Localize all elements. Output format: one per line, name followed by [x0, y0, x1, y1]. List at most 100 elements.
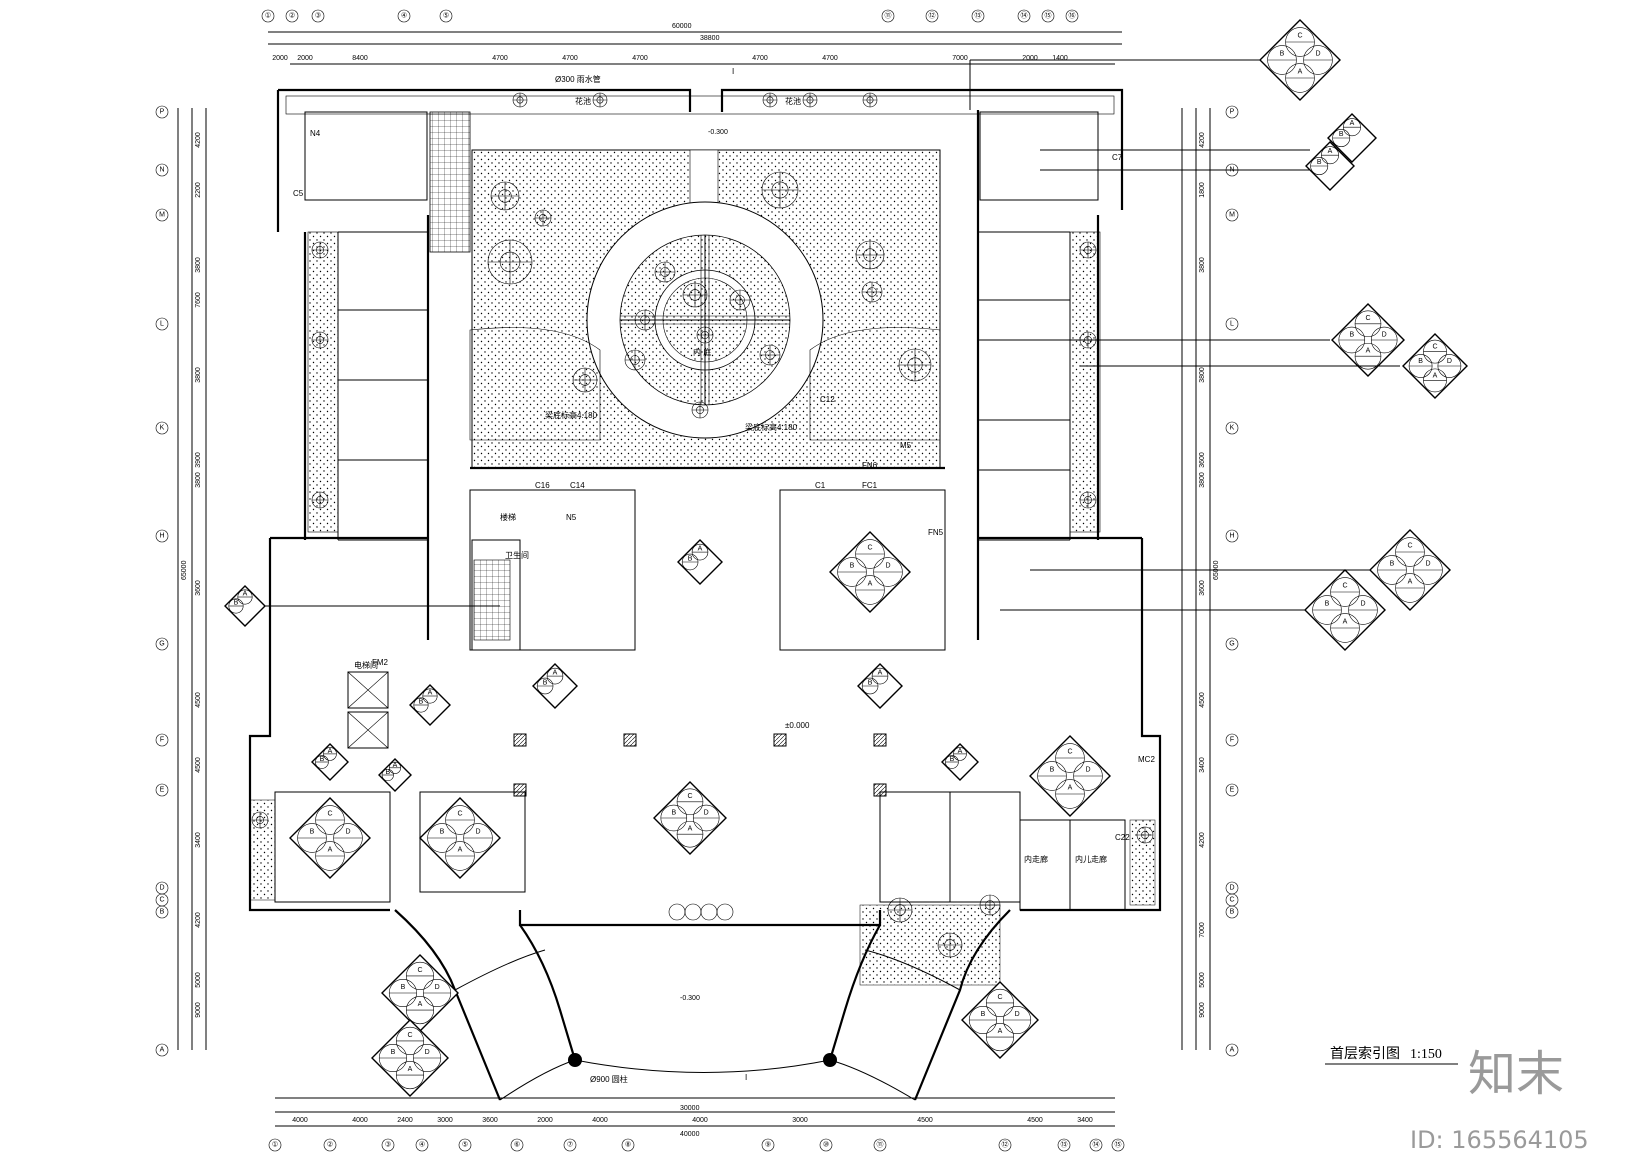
- top-total-dim: 60000: [672, 23, 692, 30]
- watermark: 知末 ID: 165564105: [1410, 1046, 1589, 1154]
- dim-label: 2200: [195, 182, 202, 198]
- front-doors: [668, 903, 734, 921]
- marker-letter: C: [997, 994, 1002, 1001]
- marker-letter: B: [391, 1049, 396, 1056]
- column-label: Ø900 圆柱: [590, 1074, 628, 1084]
- marker-letter: D: [1425, 561, 1430, 568]
- marker-letter: D: [435, 984, 440, 991]
- axis-label: ⑪: [877, 1141, 884, 1149]
- tag-fn5: FN5: [928, 528, 944, 537]
- axis-bubble: ⑭: [1089, 1138, 1103, 1152]
- room-labels: 卫生间 电梯间 楼梯 ±0.000 内走廊 内儿走廊 C12 C14 C16 C…: [293, 96, 1155, 864]
- axis-bubble: K: [1225, 421, 1239, 435]
- marker-letter: D: [1360, 601, 1365, 608]
- tree-symbol: [487, 239, 533, 285]
- marker-letter: B: [981, 1011, 986, 1018]
- tag-c12: C12: [820, 395, 835, 404]
- tree-symbol: [634, 309, 656, 331]
- dim-label: 3800: [195, 257, 202, 273]
- axis-label: ②: [327, 1141, 333, 1149]
- marker-letter: B: [1418, 358, 1423, 365]
- marker-letter: A: [408, 1066, 413, 1073]
- tag-m5: M5: [900, 441, 912, 450]
- dim-label: 4700: [752, 55, 768, 62]
- axis-bubble: N: [155, 163, 169, 177]
- axis-bubble: ⑫: [998, 1138, 1012, 1152]
- axis-label: B: [160, 909, 165, 916]
- marker-letter: B: [1280, 51, 1285, 58]
- marker-letter: B: [1317, 159, 1322, 166]
- dim-label: 4700: [562, 55, 578, 62]
- axis-label: A: [1230, 1047, 1235, 1054]
- marker-letter: A: [1328, 148, 1333, 155]
- entrance-canopy: Ø900 圆柱 -0.300 I I: [394, 67, 1011, 1101]
- marker-letter: A: [1298, 69, 1303, 76]
- dim-label: 3400: [1077, 1117, 1093, 1124]
- marker-letter: C: [867, 545, 872, 552]
- watermark-id: ID: 165564105: [1410, 1126, 1589, 1154]
- axis-bubble: K: [155, 421, 169, 435]
- marker-letter: A: [1068, 785, 1073, 792]
- marker-letter: B: [671, 809, 676, 816]
- axis-bubble: C: [1225, 893, 1239, 907]
- axis-label: A: [160, 1047, 165, 1054]
- axis-bubble: ⑬: [971, 9, 985, 23]
- bottom-mid-dim: 30000: [680, 1105, 700, 1112]
- axis-label: F: [1230, 737, 1234, 744]
- axis-label: ⑦: [567, 1141, 573, 1149]
- marker-letter: A: [868, 581, 873, 588]
- index-marker: AB: [224, 585, 266, 627]
- dim-label: 2000: [1022, 55, 1038, 62]
- axis-bubble: F: [1225, 733, 1239, 747]
- axis-bubble: L: [1225, 317, 1239, 331]
- drawing-scale: 1:150: [1410, 1047, 1442, 1062]
- marker-letter: B: [320, 756, 325, 763]
- marker-letter: A: [1366, 348, 1371, 355]
- right-dimension-chain: 4200180038003800380036004500340042007000…: [1181, 108, 1220, 1050]
- axis-bubble: M: [155, 208, 169, 222]
- marker-letter: C: [1067, 749, 1072, 756]
- dim-label: 3000: [792, 1117, 808, 1124]
- axis-label: E: [1230, 787, 1235, 794]
- marker-letter: B: [419, 699, 424, 706]
- axis-label: ⑬: [1061, 1141, 1068, 1149]
- axis-bubble: G: [155, 637, 169, 651]
- axis-bubble: ③: [311, 9, 325, 23]
- marker-letter: B: [1050, 767, 1055, 774]
- marker-letter: B: [234, 600, 239, 607]
- tag-fn6: FN6: [862, 461, 878, 470]
- dim-label: 1800: [1199, 182, 1206, 198]
- marker-letter: D: [475, 829, 480, 836]
- marker-letter: A: [698, 545, 703, 552]
- rain-pipe-label: Ø300 雨水管: [555, 74, 601, 84]
- tree-symbol: [898, 348, 932, 382]
- dim-label: 3800: [195, 367, 202, 383]
- axis-bubble: H: [1225, 529, 1239, 543]
- elevator-label: 电梯间: [354, 660, 378, 670]
- axis-label: ④: [419, 1141, 425, 1149]
- axis-bubble: C: [155, 893, 169, 907]
- axis-bubble: ②: [323, 1138, 337, 1152]
- axis-bubble: ①: [268, 1138, 282, 1152]
- axis-bubble: ①: [261, 9, 275, 23]
- tag-c14: C14: [570, 481, 585, 490]
- dim-label: 4500: [195, 757, 202, 773]
- tree-symbol: [1079, 491, 1097, 509]
- axis-label: ⑤: [443, 12, 449, 20]
- marker-letter: B: [385, 769, 390, 776]
- marker-letter: A: [458, 847, 463, 854]
- courtyard: 内 庭 Ø300 雨水管 -0.300: [251, 74, 1154, 958]
- marker-letter: A: [328, 847, 333, 854]
- axis-bubble: ⑤: [458, 1138, 472, 1152]
- main-elevation: ±0.000: [785, 721, 810, 730]
- axis-bubble: B: [155, 905, 169, 919]
- tree-symbol: [729, 289, 751, 311]
